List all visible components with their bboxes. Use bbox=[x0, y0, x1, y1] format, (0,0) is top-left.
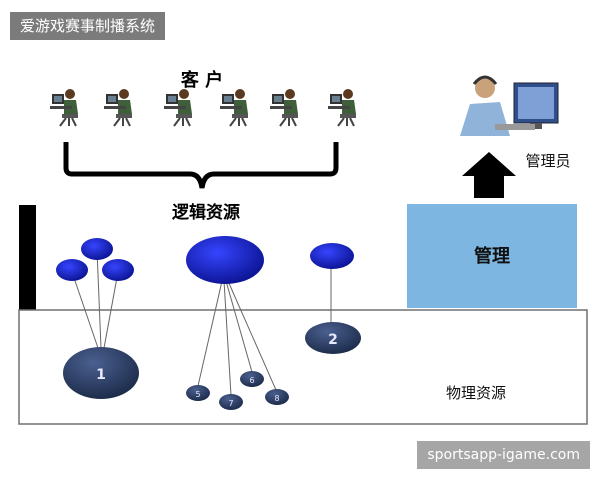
link-line bbox=[225, 280, 253, 373]
person-at-computer-icon bbox=[219, 88, 249, 127]
page-title: 爱游戏赛事制播系统 bbox=[10, 12, 166, 40]
logical-resources-label: 逻辑资源 bbox=[172, 202, 240, 223]
logical-node bbox=[81, 238, 113, 260]
node-label: 8 bbox=[274, 394, 279, 403]
node-label: 7 bbox=[228, 399, 233, 408]
admin-at-computer-icon bbox=[460, 75, 559, 136]
physical-node-1 bbox=[63, 347, 139, 399]
person-at-computer-icon bbox=[49, 88, 79, 127]
manage-box bbox=[407, 204, 577, 308]
clients-bracket bbox=[63, 142, 339, 189]
admin-label: 管理员 bbox=[525, 152, 570, 170]
manage-box-label: 管理 bbox=[474, 245, 510, 267]
node-label: 2 bbox=[328, 332, 338, 348]
person-at-computer-icon bbox=[163, 88, 193, 127]
up-arrow-icon bbox=[462, 152, 516, 198]
link-line bbox=[96, 249, 102, 349]
physical-node-8 bbox=[265, 389, 289, 405]
watermark: sportsapp-igame.com bbox=[417, 441, 590, 469]
logical-node bbox=[102, 259, 134, 281]
link-line bbox=[227, 280, 277, 391]
logical-node bbox=[310, 243, 354, 269]
node-label: 6 bbox=[249, 376, 254, 385]
physical-node-5 bbox=[186, 385, 210, 401]
person-at-computer-icon bbox=[269, 88, 299, 127]
link-line bbox=[71, 271, 99, 349]
link-line bbox=[223, 280, 232, 396]
left-bar bbox=[19, 205, 36, 310]
person-at-computer-icon bbox=[103, 88, 133, 127]
clients-label: 客 户 bbox=[181, 69, 223, 91]
link-line bbox=[197, 280, 223, 387]
link-line bbox=[103, 271, 119, 349]
node-label: 1 bbox=[96, 367, 106, 383]
physical-node-2 bbox=[305, 322, 361, 354]
person-at-computer-icon bbox=[327, 88, 357, 127]
physical-node-7 bbox=[219, 394, 243, 410]
physical-node-6 bbox=[240, 371, 264, 387]
physical-resources-label: 物理资源 bbox=[446, 384, 506, 402]
logical-node bbox=[186, 236, 264, 284]
logical-node bbox=[56, 259, 88, 281]
node-label: 5 bbox=[195, 390, 200, 399]
